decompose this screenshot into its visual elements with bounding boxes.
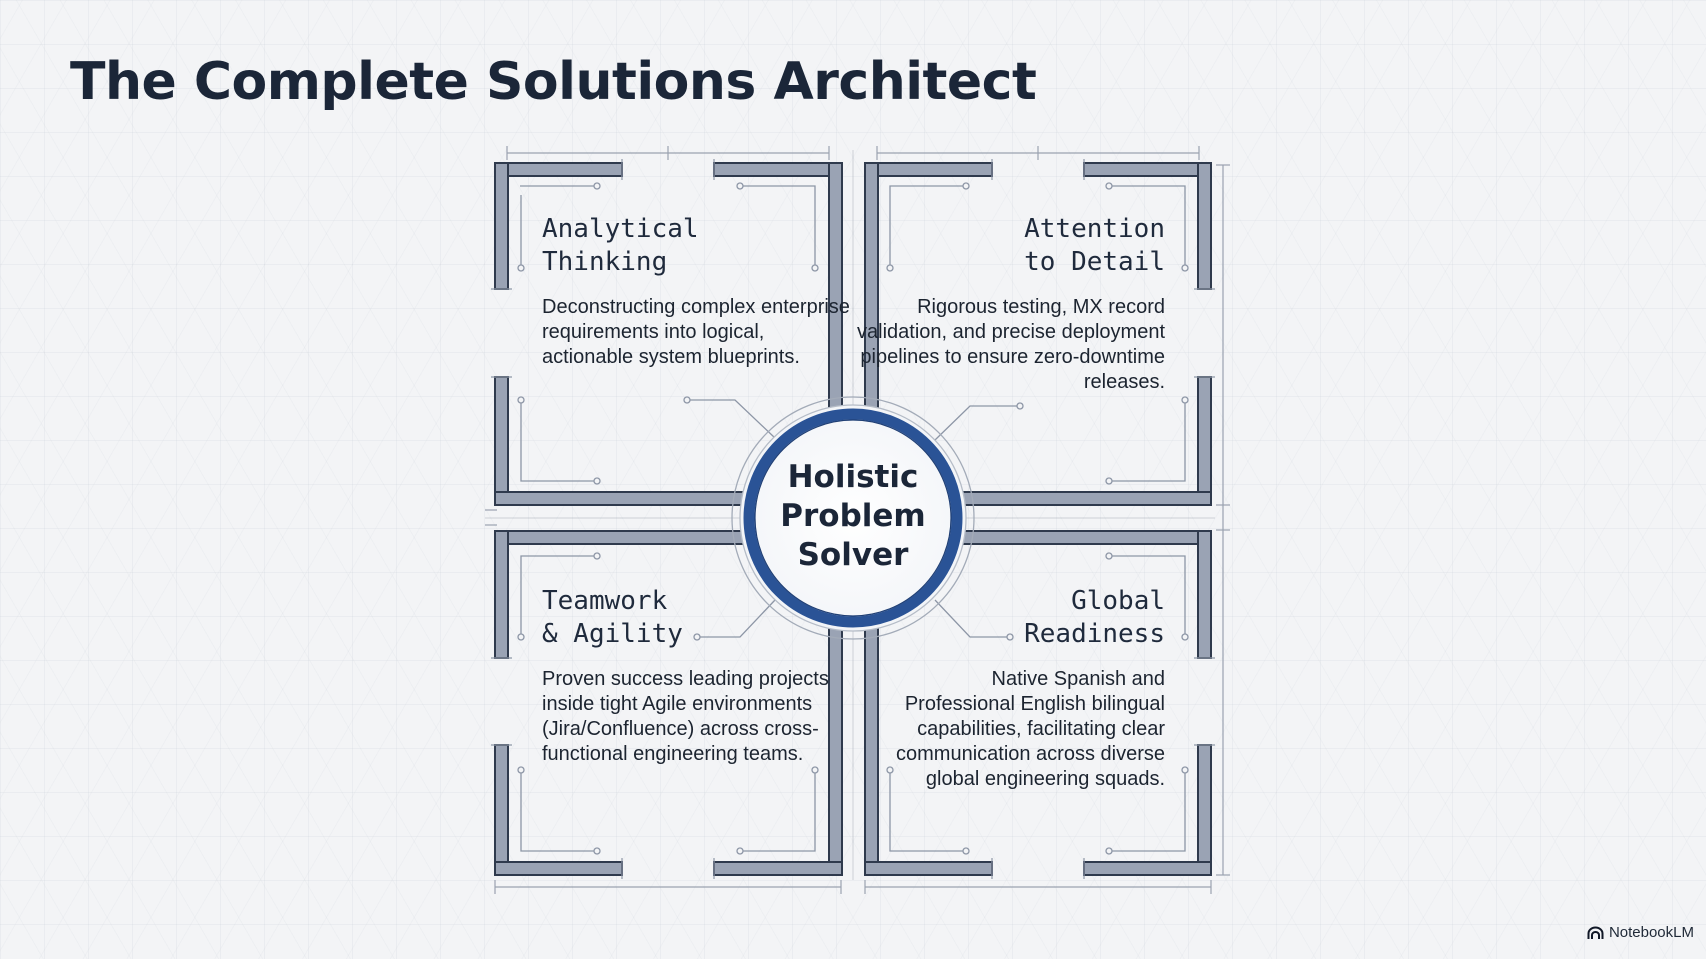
- quadrant-description: Deconstructing complex enterprise requir…: [542, 296, 850, 368]
- quadrant-description: Rigorous testing, MX record validation, …: [857, 296, 1165, 393]
- callout-lines: [517, 182, 1189, 855]
- page-title: The Complete Solutions Architect: [70, 52, 1037, 112]
- brand-watermark: NotebookLM: [1587, 924, 1694, 941]
- quadrant-description: Native Spanish and Professional English …: [896, 668, 1165, 790]
- notebooklm-logo-icon: [1587, 926, 1604, 939]
- walls: [494, 162, 1212, 876]
- brand-label: NotebookLM: [1608, 924, 1694, 941]
- opening-ticks: [491, 159, 1215, 879]
- quadrant-title: Analytical Thinking: [542, 214, 699, 277]
- quadrant-teamwork-agility: Teamwork & Agility Proven success leadin…: [542, 585, 852, 767]
- center-hub: [731, 396, 975, 640]
- center-label: Holistic Problem Solver: [780, 459, 926, 573]
- quadrant-title: Attention to Detail: [1024, 214, 1165, 277]
- quadrant-global-readiness: Global Readiness Native Spanish and Prof…: [885, 585, 1165, 792]
- quadrant-attention-to-detail: Attention to Detail Rigorous testing, MX…: [855, 213, 1165, 395]
- quadrant-title: Global Readiness: [1024, 586, 1165, 649]
- quadrant-description: Proven success leading projects inside t…: [542, 668, 829, 765]
- quadrant-title: Teamwork & Agility: [542, 586, 683, 649]
- quadrant-analytical-thinking: Analytical Thinking Deconstructing compl…: [542, 213, 852, 370]
